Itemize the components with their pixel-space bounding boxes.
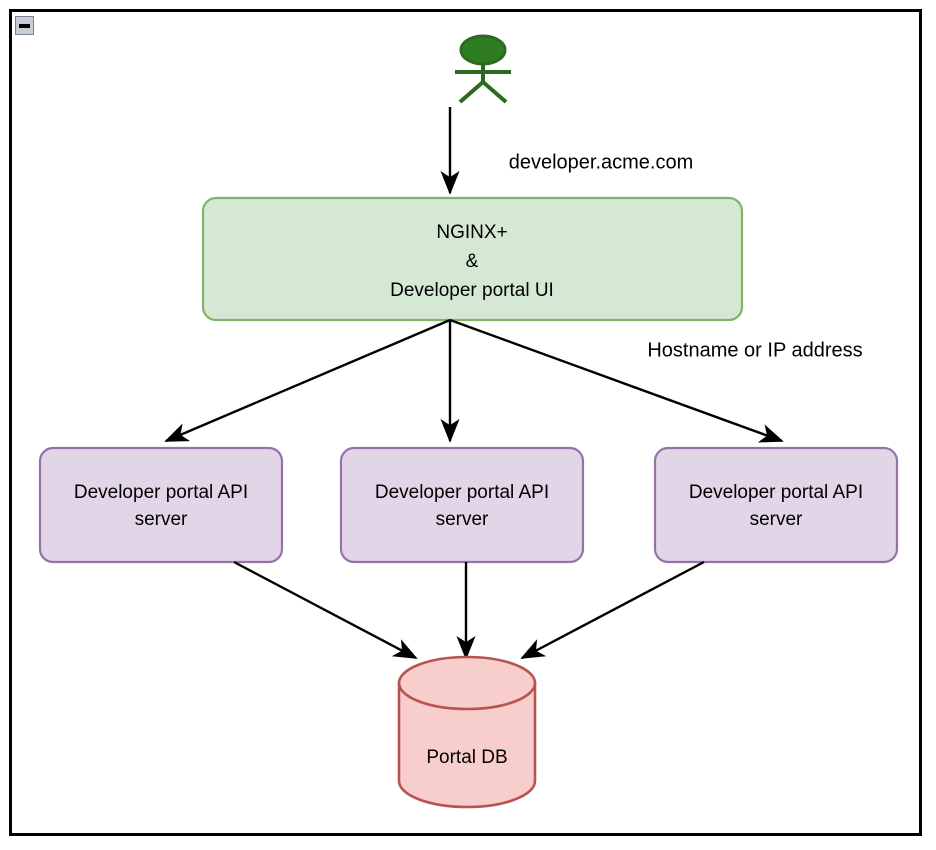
node-gateway[interactable]: NGINX+ & Developer portal UI <box>201 196 744 322</box>
edge-label-hostname-or-ip-address: Hostname or IP address <box>647 339 862 361</box>
node-api-server-2-line1: Developer portal API <box>375 482 549 503</box>
node-gateway-shape[interactable] <box>201 196 744 322</box>
node-database[interactable]: Portal DB <box>397 655 537 809</box>
node-api-server-3[interactable]: Developer portal API server <box>653 446 899 564</box>
collapse-icon[interactable] <box>15 16 34 35</box>
node-api-server-1[interactable]: Developer portal API server <box>38 446 284 564</box>
node-gateway-line1: NGINX+ <box>436 222 507 243</box>
diagram-frame <box>9 9 922 836</box>
edge-gateway-to-api-1 <box>164 318 451 443</box>
node-api-server-2-line2: server <box>436 509 489 530</box>
node-api-server-3-line1: Developer portal API <box>689 482 863 503</box>
node-api-server-2-shape[interactable] <box>339 446 585 564</box>
database-icon[interactable] <box>397 655 537 711</box>
node-api-server-1-shape[interactable] <box>38 446 284 564</box>
node-api-server-1-line2: server <box>135 509 188 530</box>
user-leg-right-icon <box>481 80 508 104</box>
node-api-server-2[interactable]: Developer portal API server <box>339 446 585 564</box>
user-leg-left-icon <box>458 80 485 104</box>
node-database-body[interactable] <box>397 681 537 809</box>
edge-gateway-to-api-3 <box>449 318 784 443</box>
node-api-server-1-line1: Developer portal API <box>74 482 248 503</box>
minus-icon <box>19 23 30 28</box>
developer-actor <box>455 34 511 104</box>
user-head-icon <box>459 34 507 66</box>
node-gateway-line2: & <box>466 251 479 272</box>
edge-api-1-to-database <box>233 560 418 660</box>
node-api-server-3-line2: server <box>750 509 803 530</box>
node-gateway-line3: Developer portal UI <box>390 280 554 301</box>
edge-api-3-to-database <box>520 560 705 660</box>
node-database-label: Portal DB <box>426 747 507 768</box>
edge-label-developer-acme-com: developer.acme.com <box>509 151 694 173</box>
node-api-server-3-shape[interactable] <box>653 446 899 564</box>
